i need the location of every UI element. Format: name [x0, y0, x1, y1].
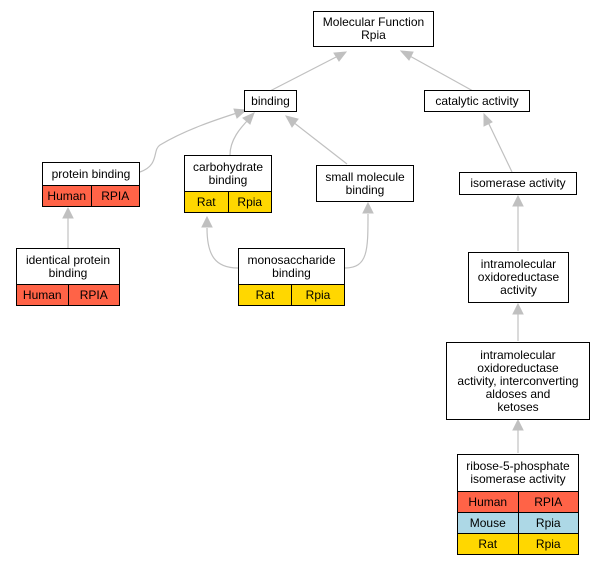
species-cell: Rat [185, 192, 228, 212]
node-label: intramolecular oxidoreductase activity [477, 257, 560, 297]
edge-arrowhead [362, 201, 374, 214]
node-protein-binding[interactable]: protein binding Human RPIA [42, 162, 140, 207]
annotation-row: Human RPIA [458, 491, 578, 512]
node-identical-protein-binding[interactable]: identical protein binding Human RPIA [16, 248, 120, 306]
node-ribose-5-phosphate-isomerase-activity[interactable]: ribose-5-phosphate isomerase activity Hu… [457, 454, 579, 555]
species-cell: Human [43, 186, 91, 206]
node-label: Molecular Function Rpia [322, 15, 425, 42]
species-cell: Human [17, 285, 68, 305]
annotation-row: Rat Rpia [185, 191, 271, 212]
edge-arrowhead [201, 215, 213, 228]
gene-cell: Rpia [517, 513, 578, 533]
species-cell: Human [458, 492, 518, 512]
edge-small-molecule-to-binding [292, 121, 348, 165]
edge-arrowhead [483, 112, 493, 127]
edge-isomerase-to-catalytic [487, 121, 513, 173]
node-small-molecule-binding[interactable]: small molecule binding [316, 165, 414, 202]
edge-arrowhead [233, 108, 248, 119]
node-molecular-function[interactable]: Molecular Function Rpia [313, 11, 434, 47]
node-catalytic-activity[interactable]: catalytic activity [424, 90, 530, 112]
node-label: small molecule binding [325, 169, 405, 197]
node-isomerase-activity[interactable]: isomerase activity [459, 172, 577, 195]
edge-arrowhead [512, 194, 524, 207]
annotation-row: Mouse Rpia [458, 512, 578, 533]
node-intramolecular-oxidoreductase-activity[interactable]: intramolecular oxidoreductase activity [468, 252, 569, 303]
annotation-row: Rat Rpia [239, 284, 344, 305]
gene-cell: Rpia [517, 534, 578, 554]
edge-arrowhead [333, 51, 348, 62]
species-cell: Mouse [458, 513, 518, 533]
gene-cell: RPIA [90, 186, 139, 206]
node-monosaccharide-binding[interactable]: monosaccharide binding Rat Rpia [238, 248, 345, 306]
gene-cell: Rpia [291, 285, 344, 305]
edge-arrowhead [285, 115, 299, 128]
edge-protein-binding-to-binding [139, 111, 241, 173]
node-label: intramolecular oxidoreductase activity, … [457, 347, 579, 414]
node-binding[interactable]: binding [244, 90, 297, 112]
species-cell: Rat [239, 285, 291, 305]
edge-arrowhead [512, 418, 524, 431]
annotation-row: Human RPIA [43, 185, 139, 206]
node-label: isomerase activity [470, 176, 566, 190]
gene-cell: Rpia [227, 192, 271, 212]
edge-arrowhead [399, 50, 414, 61]
node-carbohydrate-binding[interactable]: carbohydrate binding Rat Rpia [184, 155, 272, 213]
edge-monosaccharide-to-small-molecule [344, 213, 369, 269]
gene-cell: RPIA [67, 285, 119, 305]
node-label: carbohydrate binding [192, 159, 264, 187]
node-label: binding [251, 93, 290, 108]
node-label: catalytic activity [435, 93, 519, 108]
node-label: ribose-5-phosphate isomerase activity [466, 459, 570, 486]
edge-arrowhead [512, 302, 524, 315]
edge-arrowhead [62, 206, 74, 219]
node-label: monosaccharide binding [247, 252, 336, 280]
node-label: identical protein binding [25, 252, 111, 280]
annotation-row: Rat Rpia [458, 533, 578, 554]
species-cell: Rat [458, 534, 518, 554]
edge-arrowhead [242, 112, 255, 125]
edge-carbohydrate-to-binding [229, 117, 251, 156]
node-label: protein binding [51, 166, 131, 181]
gene-cell: RPIA [517, 492, 578, 512]
annotation-row: Human RPIA [17, 284, 119, 305]
node-intramolecular-oxidoreductase-interconverting[interactable]: intramolecular oxidoreductase activity, … [446, 342, 590, 420]
edge-monosaccharide-to-carbohydrate [206, 227, 239, 269]
edge-binding-to-molecular-function [269, 54, 341, 92]
edge-catalytic-to-molecular-function [407, 54, 474, 92]
